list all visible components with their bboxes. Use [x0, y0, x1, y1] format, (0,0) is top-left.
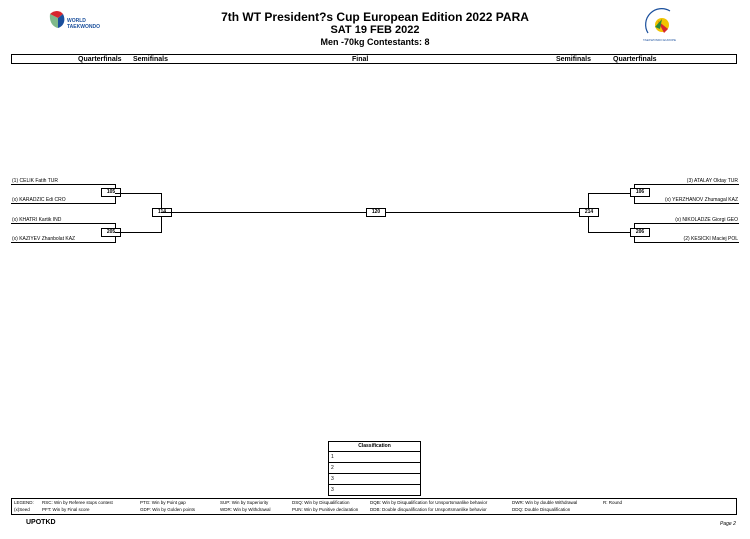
- right-player-4: (2) KESICKI Maciej POL: [683, 236, 738, 242]
- left-player-3: (x) KHATRI Kartik IND: [12, 217, 62, 223]
- logo-line-2: TAEKWONDO: [67, 24, 100, 30]
- round-left-quarterfinals: Quarterfinals: [78, 56, 122, 63]
- round-final: Final: [352, 56, 369, 63]
- legend-wdr: WDR: Win by Withdrawal: [220, 507, 271, 512]
- classification-title: Classification: [329, 442, 420, 452]
- bracket-line: [634, 184, 739, 185]
- bracket-line: [634, 223, 739, 224]
- legend-seed: (x)Seed: [14, 507, 30, 512]
- left-player-2: (x) KARADZIC Edi CRO: [12, 197, 66, 203]
- right-player-1: (3) ATALAY Oktay TUR: [686, 178, 738, 184]
- match-box-214[interactable]: 214: [579, 208, 599, 217]
- round-right-semifinals: Semifinals: [556, 56, 592, 63]
- match-box-120[interactable]: 120: [366, 208, 386, 217]
- legend-dwr: DWR: Win by double Withdrawal: [512, 500, 578, 505]
- legend-ptg: PTG: Win by Point gap: [140, 500, 186, 505]
- left-player-1: (1) CELIK Fatih TUR: [12, 178, 59, 184]
- legend-ddq: DDQ: Double Disqualification: [512, 507, 571, 512]
- legend-rsc: RSC: Win by Referee stops contest: [42, 500, 113, 505]
- match-box-206[interactable]: 206: [630, 228, 650, 237]
- match-box-106[interactable]: 106: [630, 188, 650, 197]
- classification-row: 3: [331, 487, 334, 493]
- footer-logo: UPOTKD: [26, 519, 56, 526]
- taekwondo-europe-logo: TAEKWONDO EUROPE: [643, 8, 676, 42]
- round-left-semifinals: Semifinals: [133, 56, 169, 63]
- logo-line-1: WORLD: [67, 18, 86, 24]
- weight-category: Men -70kg Contestants: 8: [320, 37, 430, 47]
- classification-row: 1: [329, 452, 420, 463]
- bracket-line: [11, 203, 116, 204]
- page-number: Page 2: [720, 521, 736, 527]
- bracket-line: [588, 193, 635, 194]
- legend-gdp: GDP: Win by Golden points: [140, 507, 196, 512]
- legend-round: R: Round: [603, 500, 623, 505]
- bracket-line: [115, 232, 162, 233]
- logo-text: TAEKWONDO EUROPE: [643, 38, 676, 42]
- legend-pft: PFT: Win by Final score: [42, 507, 90, 512]
- legend: LEGEND: (x)Seed RSC: Win by Referee stop…: [11, 498, 737, 515]
- bracket-line: [588, 232, 635, 233]
- legend-pun: PUN: Win by Punitive declaration: [292, 507, 359, 512]
- legend-ddb: DDB: Double disqualification for Unsport…: [370, 507, 487, 512]
- bracket-line: [11, 184, 116, 185]
- legend-dqb: DQB: Win by Disqualification for Unsport…: [370, 500, 488, 505]
- legend-sup: SUP: Win by Superiority: [220, 500, 269, 505]
- round-right-quarterfinals: Quarterfinals: [613, 56, 657, 63]
- classification-row: 2: [329, 463, 420, 474]
- bracket-line: [115, 193, 162, 194]
- match-box-105[interactable]: 105: [101, 188, 121, 197]
- bracket-line: [634, 203, 739, 204]
- page-title: 7th WT President?s Cup European Edition …: [221, 10, 529, 24]
- bracket-line: [11, 223, 116, 224]
- legend-dsq: DSQ: Win by Disqualification: [292, 500, 350, 505]
- bracket-line: [634, 242, 739, 243]
- event-date: SAT 19 FEB 2022: [330, 24, 420, 36]
- left-player-4: (x) KAZIYEV Zhanbolat KAZ: [12, 236, 76, 242]
- world-taekwondo-logo: WORLD TAEKWONDO: [49, 11, 100, 30]
- legend-label: LEGEND:: [14, 500, 34, 505]
- classification-row: 3: [329, 474, 420, 485]
- classification-table: Classification 1 2 3 3: [328, 441, 421, 496]
- bracket-line: [11, 242, 116, 243]
- right-player-3: (x) NIKOLADZE Giorgi GEO: [675, 217, 738, 223]
- round-header-bar: Quarterfinals Semifinals Final Semifinal…: [11, 54, 737, 64]
- right-player-2: (x) YERZHANOV Zhumagal KAZ: [665, 197, 738, 203]
